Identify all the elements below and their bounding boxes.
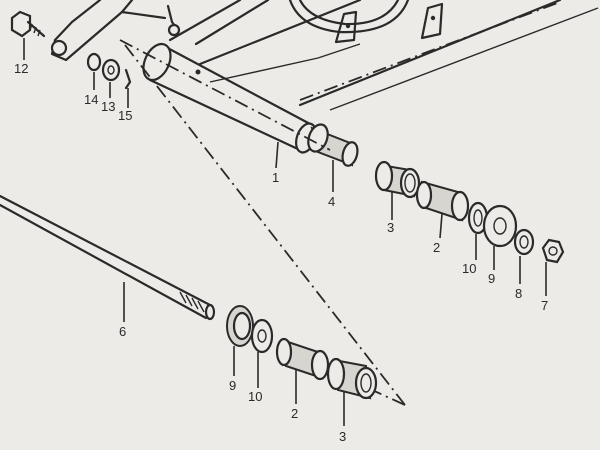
cotter-pin-15-shape bbox=[124, 68, 132, 90]
callout-1: 1 bbox=[272, 170, 279, 185]
bolt-tip bbox=[204, 303, 216, 321]
bushing-end-right bbox=[310, 349, 330, 381]
bolt-bottom-edge bbox=[0, 203, 208, 320]
spring-washer-13 bbox=[101, 58, 121, 82]
leader-2-upper bbox=[439, 213, 443, 239]
bearing-end-left bbox=[374, 160, 394, 192]
bushing-upper bbox=[415, 180, 470, 222]
bolt-12-threads bbox=[29, 23, 41, 37]
lock-washer-ring bbox=[513, 228, 535, 256]
callout-10-upper: 10 bbox=[462, 261, 476, 276]
arm-crease bbox=[209, 43, 361, 83]
callout-14: 14 bbox=[84, 92, 98, 107]
bearing-bore bbox=[404, 173, 416, 193]
seal-inner bbox=[232, 311, 252, 341]
pivot-tube bbox=[142, 4, 317, 154]
bushing-end-left bbox=[275, 337, 293, 367]
callout-13: 13 bbox=[101, 99, 115, 114]
assembly-line-top bbox=[119, 39, 331, 151]
mounting-lug-left bbox=[334, 10, 358, 44]
grease-fitting-hole bbox=[195, 69, 201, 75]
frame-bolt-hole bbox=[50, 39, 68, 57]
bearing-bore bbox=[360, 373, 372, 393]
grease-nipple-head bbox=[167, 23, 181, 37]
callout-9-upper: 9 bbox=[488, 271, 495, 286]
callout-12: 12 bbox=[14, 61, 28, 76]
callout-7: 7 bbox=[541, 298, 548, 313]
tube-top-edge bbox=[160, 43, 314, 127]
bearing-end-right bbox=[354, 366, 378, 400]
callout-3-lower: 3 bbox=[339, 429, 346, 444]
callout-2-lower: 2 bbox=[291, 406, 298, 421]
washer-seal-lower bbox=[226, 305, 254, 347]
leader-1 bbox=[275, 141, 279, 169]
tube-bottom-edge bbox=[148, 78, 302, 152]
cotter-pin-15 bbox=[124, 68, 132, 90]
bolt-threads bbox=[179, 291, 205, 313]
assembly-line-diagonal bbox=[124, 44, 406, 406]
shaft-stub-end bbox=[341, 141, 359, 167]
leader-lines bbox=[23, 38, 547, 426]
washer-ring bbox=[250, 318, 274, 354]
arm-right-upper-edge bbox=[198, 0, 362, 66]
callout-labels: 12 14 13 15 1 4 3 2 10 9 8 7 6 9 10 2 3 bbox=[14, 61, 548, 444]
lock-washer bbox=[513, 228, 535, 256]
assembly-line-end bbox=[371, 389, 406, 406]
bushing-end-right bbox=[450, 190, 470, 222]
bearing-upper bbox=[374, 160, 421, 199]
callout-2-upper: 2 bbox=[433, 240, 440, 255]
through-bolt bbox=[0, 194, 216, 321]
bearing-end-right bbox=[399, 167, 421, 199]
callout-15: 15 bbox=[118, 108, 132, 123]
spring-washer-13-ring bbox=[101, 58, 121, 82]
nut-bore bbox=[548, 246, 558, 256]
callout-3-upper: 3 bbox=[387, 220, 394, 235]
bushing-lower bbox=[275, 337, 330, 381]
arm-right-shadow bbox=[329, 7, 599, 111]
bolt-12 bbox=[10, 10, 46, 38]
frame-edge bbox=[120, 10, 167, 20]
lug-hole bbox=[345, 23, 351, 29]
nut bbox=[541, 238, 565, 264]
washer-ring bbox=[482, 204, 518, 248]
bearing-end-left bbox=[326, 357, 346, 391]
arm-right-lower-edge bbox=[298, 0, 562, 107]
cylinder-inner bbox=[298, 0, 400, 26]
bolt-12-head bbox=[10, 10, 32, 38]
bolt-top-edge bbox=[0, 194, 212, 307]
shaft-collar bbox=[307, 123, 329, 153]
spring-washer-13-bore bbox=[107, 65, 115, 75]
washer-14-ring bbox=[86, 52, 102, 72]
washer-14 bbox=[86, 52, 102, 72]
frame-structure bbox=[50, 0, 599, 111]
washer-upper bbox=[482, 204, 518, 248]
callout-8: 8 bbox=[515, 286, 522, 301]
washer-bore bbox=[493, 217, 507, 235]
cylinder-outline bbox=[288, 0, 410, 34]
frame-arm-upper-2 bbox=[194, 0, 270, 46]
callout-9-lower: 9 bbox=[229, 378, 236, 393]
washer-bore bbox=[257, 329, 267, 343]
callout-10-lower: 10 bbox=[248, 389, 262, 404]
callout-6: 6 bbox=[119, 324, 126, 339]
arm-centerline bbox=[299, 1, 561, 101]
mounting-lug-right bbox=[420, 2, 444, 40]
tube-end-cap bbox=[142, 42, 172, 82]
lock-washer-bore bbox=[519, 235, 529, 249]
bushing-end-left bbox=[415, 180, 433, 210]
lug-hole bbox=[430, 15, 436, 21]
callout-4: 4 bbox=[328, 194, 335, 209]
shaft-stub bbox=[307, 123, 359, 167]
frame-arm-upper-1 bbox=[168, 0, 242, 42]
washer-lower bbox=[250, 318, 274, 354]
bearing-lower bbox=[326, 357, 378, 400]
seal-bore bbox=[473, 209, 483, 227]
nut-hex bbox=[541, 238, 565, 264]
